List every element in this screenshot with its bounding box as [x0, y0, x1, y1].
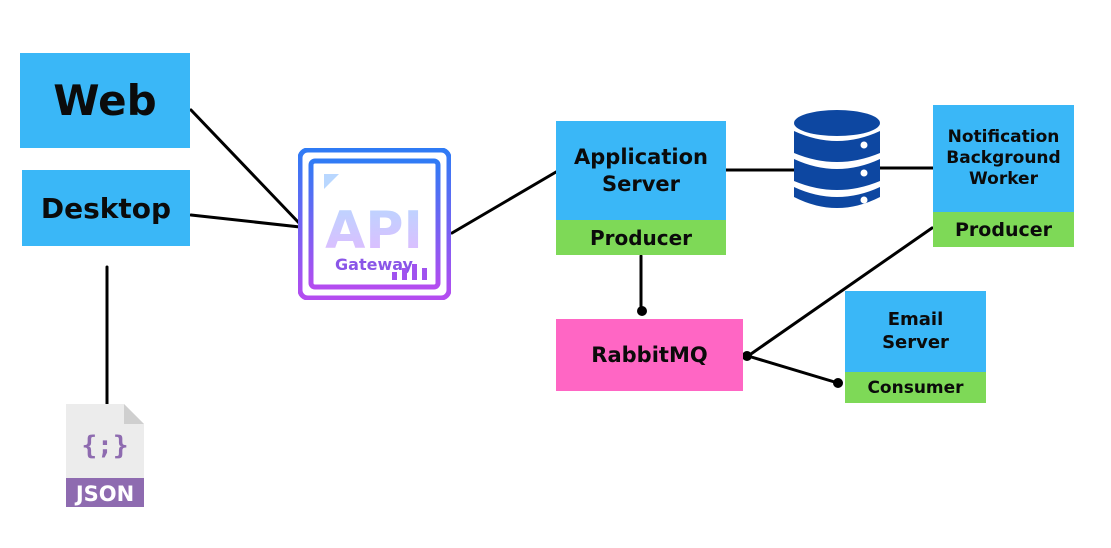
notif-producer-label: Producer: [955, 218, 1052, 241]
application-server-node: Application Server: [556, 121, 726, 220]
app-server-line2: Server: [601, 171, 680, 196]
api-main-label: API: [325, 201, 423, 261]
email-line1: Email: [887, 309, 944, 330]
email-consumer-label: Consumer: [867, 377, 964, 398]
database-icon: [794, 110, 880, 208]
email-consumer-tag: Consumer: [845, 372, 986, 403]
notification-worker-node: Notification Background Worker: [933, 105, 1074, 212]
line-notif-rabbit: [746, 226, 934, 358]
desktop-node: Desktop: [22, 170, 190, 246]
email-server-node: Email Server: [845, 291, 986, 372]
json-label: JSON: [74, 482, 134, 506]
line-desktop-api: [189, 213, 302, 229]
api-gateway-icon: API Gateway: [298, 148, 451, 300]
api-sub-label: Gateway: [335, 255, 414, 274]
json-file-icon: {;} JSON: [66, 404, 144, 507]
json-glyph: {;}: [82, 431, 129, 461]
joint-email: [833, 378, 843, 388]
app-server-line1: Application: [574, 145, 708, 170]
web-node: Web: [20, 53, 190, 148]
line-web-api: [189, 108, 302, 226]
app-producer-label: Producer: [589, 225, 693, 250]
line-api-app: [450, 170, 558, 235]
email-line2: Server: [882, 331, 949, 353]
notif-producer-tag: Producer: [933, 212, 1074, 247]
joint-rabbit-top: [637, 306, 647, 316]
desktop-label: Desktop: [40, 191, 172, 225]
notif-line1: Notification: [947, 126, 1060, 147]
joint-rabbit-right: [742, 351, 752, 361]
web-label: Web: [53, 76, 157, 125]
app-producer-tag: Producer: [556, 220, 726, 255]
rabbitmq-node: RabbitMQ: [556, 319, 743, 391]
notif-line3: Worker: [969, 169, 1038, 190]
rabbitmq-label: RabbitMQ: [591, 343, 708, 367]
line-rabbit-email: [746, 354, 840, 385]
notif-line2: Background: [946, 147, 1061, 168]
